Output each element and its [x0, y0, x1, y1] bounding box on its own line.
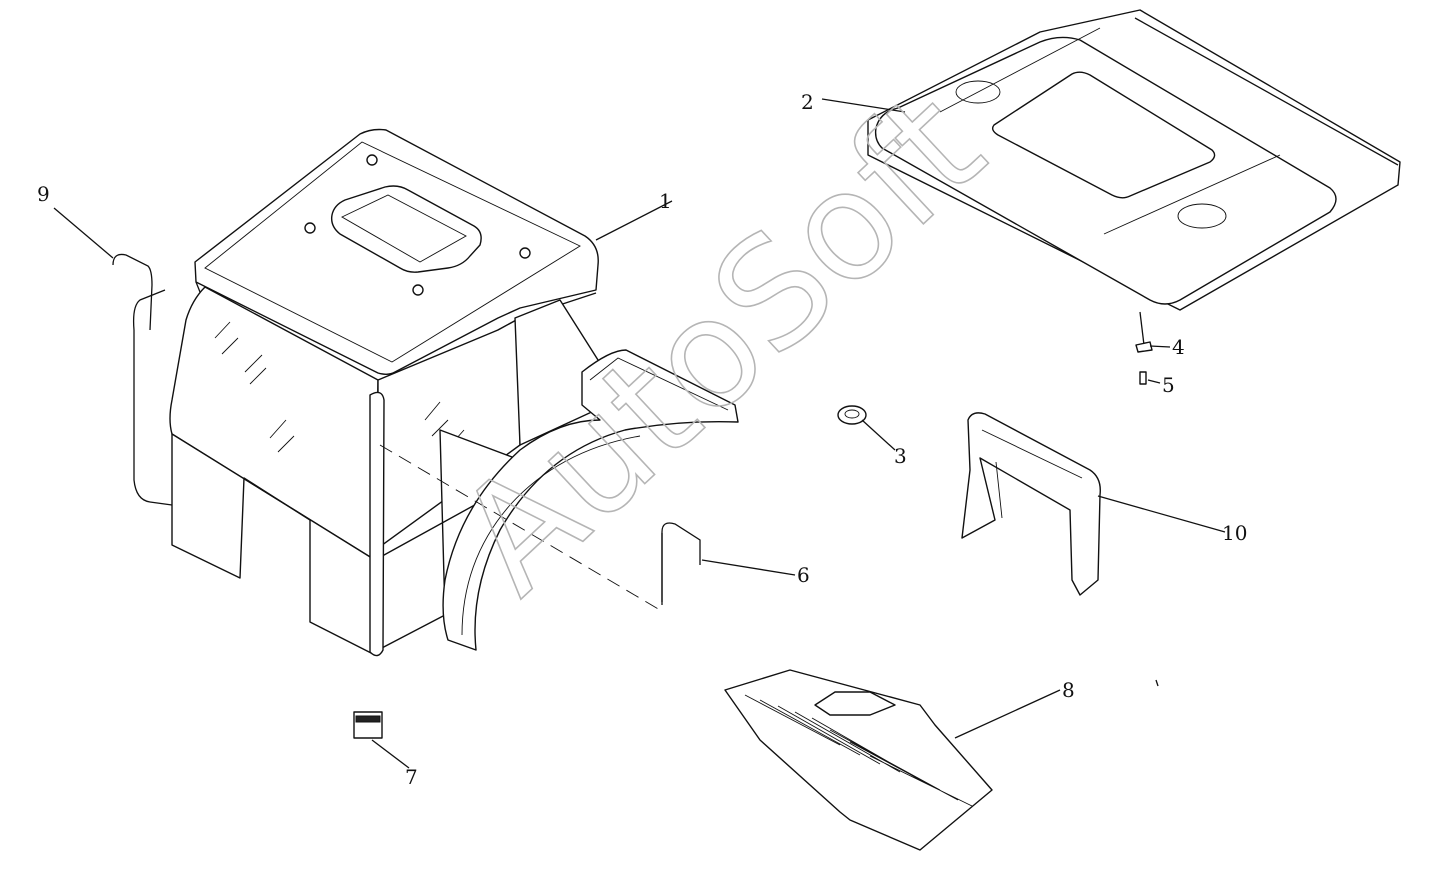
callout-5: 5: [1162, 373, 1175, 397]
callout-8: 8: [1062, 678, 1075, 702]
grab-handle-side: [112, 253, 173, 506]
callout-1: 1: [659, 189, 672, 213]
callout-4: 4: [1172, 335, 1185, 359]
roof-liner: [867, 9, 1401, 346]
leader-lines: [53, 98, 1226, 769]
cab-assembly: [169, 128, 739, 657]
clip: [353, 711, 383, 739]
callout-7: 7: [405, 765, 418, 789]
grommet: [837, 405, 867, 425]
washer: [1135, 341, 1153, 353]
callout-10: 10: [1222, 521, 1247, 545]
screw: [1139, 371, 1147, 385]
callout-3: 3: [894, 444, 907, 468]
callout-2: 2: [801, 90, 814, 114]
callout-9: 9: [37, 182, 50, 206]
rear-trim-frame: [961, 412, 1101, 596]
grab-handle-rear: [661, 522, 701, 605]
callout-6: 6: [797, 563, 810, 587]
floor-mat: [724, 669, 993, 851]
